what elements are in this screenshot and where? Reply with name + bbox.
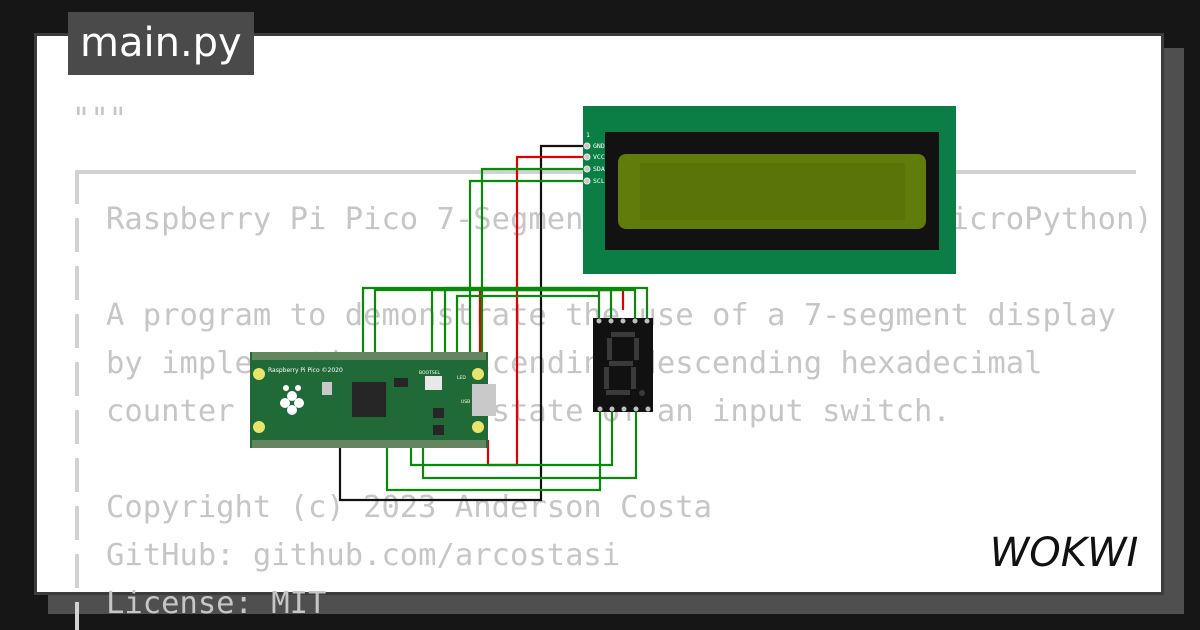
wire-seg-e [385, 412, 602, 492]
wire-seg-g [421, 412, 638, 480]
wire-scl [480, 167, 586, 352]
lcd-pin-vcc-label: VCC [593, 153, 605, 161]
raspberry-logo-icon [280, 385, 304, 415]
docstring-open: """ [72, 102, 128, 137]
svg-text:WOKWI: WOKWI [990, 530, 1139, 576]
wire-sda [468, 179, 586, 352]
wire-seg-f [409, 412, 614, 467]
bootsel-label: BOOTSEL [419, 370, 441, 376]
wire-seg-b [373, 288, 613, 352]
code-line-github: GitHub: github.com/arcostasi [106, 538, 621, 573]
wire-vcc-lcd [486, 155, 586, 467]
file-tab[interactable]: main.py [68, 12, 254, 75]
pico-board: Raspberry Pi Pico ©2020 BOOTSEL LED USB [250, 352, 496, 448]
wire-seg-dp [455, 294, 599, 352]
wokwi-logo[interactable]: WOKWI [978, 526, 1150, 576]
wire-seg-c [430, 288, 637, 352]
usb-label: USB [461, 399, 470, 405]
lcd-module: 1 GND VCC SDA SCL [583, 106, 956, 274]
wire-seg-d [443, 286, 649, 352]
pico-board-label: Raspberry Pi Pico ©2020 [268, 367, 343, 374]
lcd-pin-1-label: 1 [586, 131, 590, 139]
led-label: LED [457, 375, 466, 381]
lcd-pin-scl-label: SCL [593, 177, 605, 185]
wire-gnd [338, 144, 586, 502]
code-line-copyright: Copyright (c) 2023 Anderson Costa [106, 490, 712, 525]
code-line-license: License: MIT [106, 586, 327, 621]
lcd-pin-gnd-label: GND [593, 142, 605, 150]
seven-segment-display [593, 318, 653, 412]
comment-box-left-border [75, 170, 79, 630]
lcd-pin-sda-label: SDA [593, 165, 605, 173]
